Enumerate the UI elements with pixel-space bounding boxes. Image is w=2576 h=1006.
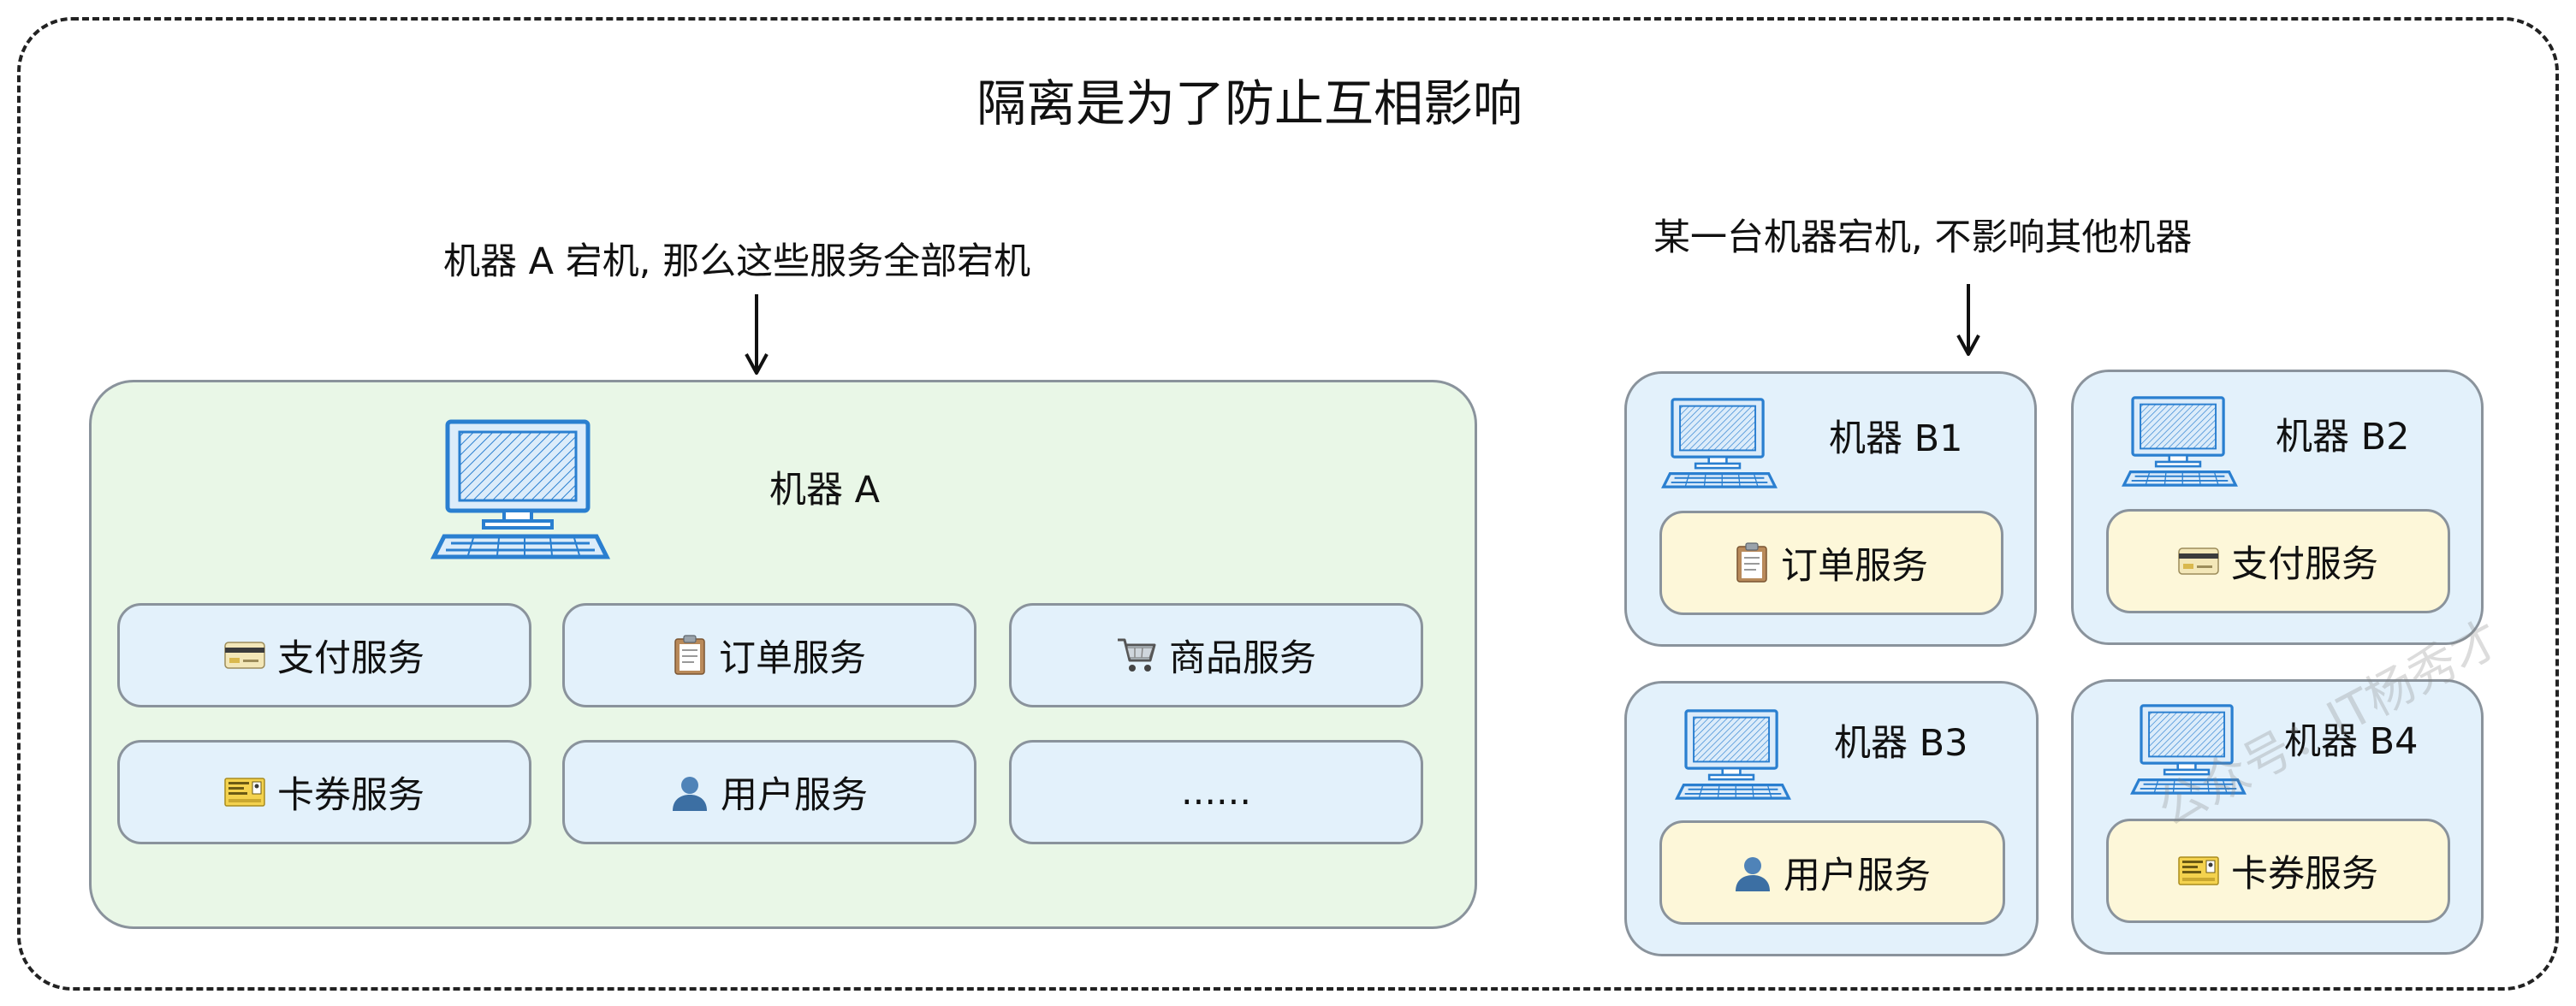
service-label: 订单服务: [719, 637, 866, 680]
clipboard-icon: [1735, 542, 1769, 583]
computer-icon: [1675, 707, 1791, 802]
credit-card-icon: [2178, 547, 2219, 576]
shopping-cart-icon: [1116, 636, 1157, 674]
service-box-product: 商品服务: [1009, 603, 1423, 707]
service-box-payment: 支付服务: [2106, 509, 2450, 613]
service-box-order: 订单服务: [562, 603, 976, 707]
service-label: 卡券服务: [2231, 853, 2378, 896]
service-box-user: 用户服务: [1659, 820, 2005, 925]
user-icon: [1734, 854, 1772, 891]
user-icon: [671, 773, 709, 811]
service-box-payment: 支付服务: [117, 603, 531, 707]
computer-icon: [430, 417, 610, 562]
diagram-title: 隔离是为了防止互相影响: [976, 74, 1522, 133]
service-label: 卡券服务: [277, 774, 424, 817]
machine-b4-label: 机器 B4: [2284, 720, 2419, 763]
machine-a-label: 机器 A: [769, 469, 881, 512]
machine-b1-label: 机器 B1: [1829, 417, 1963, 460]
credit-card-icon: [224, 641, 265, 670]
computer-icon: [1661, 396, 1778, 490]
left-down-arrow: [745, 294, 769, 375]
ticket-icon: [2178, 856, 2219, 885]
machine-b3-label: 机器 B3: [1834, 722, 1968, 765]
isolation-frame: [17, 17, 2559, 991]
service-box-order: 订单服务: [1659, 511, 2003, 615]
left-caption: 机器 A 宕机, 那么这些服务全部宕机: [443, 240, 1031, 283]
service-box-user: 用户服务: [562, 740, 976, 844]
machine-a: 机器 A 支付服务 订单服务 商品服务 卡券服务 用户服务 ......: [89, 380, 1477, 929]
service-label: 商品服务: [1169, 637, 1316, 680]
service-box-coupon: 卡券服务: [117, 740, 531, 844]
machine-b3: 机器 B3 用户服务: [1624, 681, 2039, 956]
service-box-coupon: 卡券服务: [2106, 819, 2450, 923]
machine-b2: 机器 B2 支付服务: [2071, 370, 2484, 645]
service-label: 用户服务: [1784, 855, 1931, 897]
service-label: 用户服务: [721, 774, 868, 817]
service-label: ......: [1180, 771, 1251, 814]
service-label: 订单服务: [1781, 545, 1928, 588]
service-box-more: ......: [1009, 740, 1423, 844]
computer-icon: [2122, 394, 2238, 488]
service-label: 支付服务: [277, 637, 424, 680]
right-down-arrow: [1956, 284, 1980, 356]
service-label: 支付服务: [2231, 543, 2378, 586]
right-caption: 某一台机器宕机, 不影响其他机器: [1653, 216, 2193, 259]
machine-b1: 机器 B1 订单服务: [1624, 371, 2037, 647]
machine-b4: 机器 B4 卡券服务: [2071, 679, 2484, 955]
ticket-icon: [224, 778, 265, 807]
machine-b2-label: 机器 B2: [2276, 416, 2410, 459]
clipboard-icon: [673, 635, 707, 676]
